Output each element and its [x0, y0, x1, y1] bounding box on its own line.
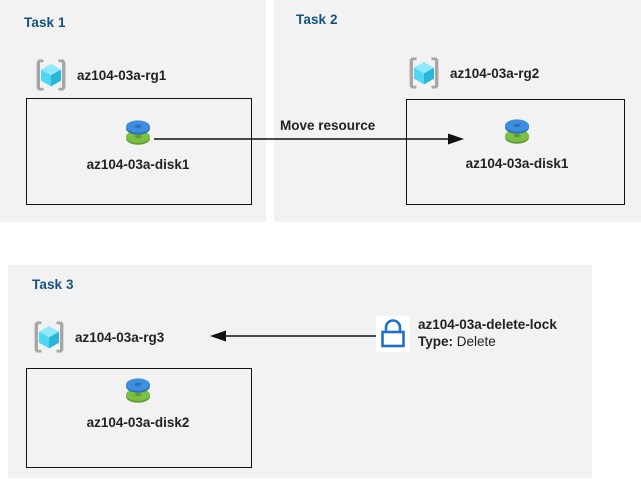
resource-group-boundary-task-1 [26, 98, 252, 205]
resource-group-boundary-task-2 [406, 99, 625, 205]
resource-group-task-2[interactable]: az104-03a-rg2 [405, 54, 539, 92]
delete-lock-name: az104-03a-delete-lock [418, 317, 557, 332]
resource-group-icon [36, 59, 66, 91]
delete-lock-arrow [210, 330, 380, 342]
resource-group-icon [34, 321, 64, 353]
delete-lock-text: az104-03a-delete-lock Type: Delete [418, 317, 557, 351]
move-resource-arrow [154, 133, 464, 145]
resource-group-label-task-3: az104-03a-rg3 [75, 329, 165, 345]
task-2-title: Task 2 [296, 12, 338, 27]
disk-icon [126, 378, 150, 403]
task-1-title: Task 1 [24, 15, 66, 30]
resource-group-label-task-2: az104-03a-rg2 [450, 65, 540, 81]
delete-lock-type: Type: Delete [418, 334, 557, 351]
delete-lock-group[interactable]: az104-03a-delete-lock Type: Delete [376, 316, 557, 352]
task-3-title: Task 3 [32, 277, 74, 292]
panel-task-2 [274, 0, 641, 222]
disk-resource-task-1[interactable]: az104-03a-disk1 [78, 114, 198, 172]
resource-group-label-task-1: az104-03a-rg1 [77, 67, 167, 83]
lock-icon [376, 316, 410, 352]
resource-group-task-1[interactable]: az104-03a-rg1 [32, 56, 166, 94]
disk-label-task-2: az104-03a-disk1 [465, 156, 569, 171]
delete-lock-type-value: Delete [456, 334, 496, 350]
resource-group-icon [409, 57, 439, 89]
resource-group-task-3[interactable]: az104-03a-rg3 [30, 318, 164, 356]
disk-icon [126, 120, 150, 145]
disk-label-task-3: az104-03a-disk2 [86, 415, 190, 430]
disk-resource-task-2[interactable]: az104-03a-disk1 [457, 113, 577, 171]
panel-task-3 [8, 265, 592, 478]
disk-icon [505, 119, 529, 144]
disk-label-task-1: az104-03a-disk1 [86, 157, 190, 172]
move-resource-label: Move resource [280, 118, 376, 133]
resource-group-boundary-task-3 [26, 368, 252, 468]
delete-lock-type-key: Type: [418, 334, 457, 350]
panel-task-1 [0, 0, 266, 222]
disk-resource-task-3[interactable]: az104-03a-disk2 [78, 372, 198, 430]
